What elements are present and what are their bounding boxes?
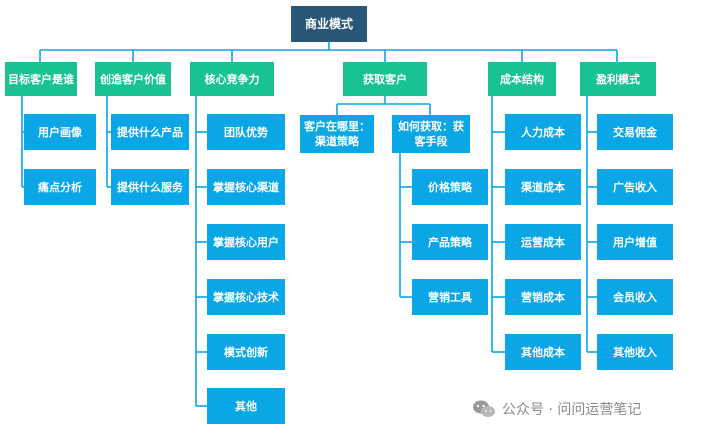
leaf-product-strategy: 产品策略 — [412, 224, 488, 260]
category-core-competence: 核心竞争力 — [190, 62, 274, 96]
leaf-user-persona: 用户画像 — [24, 114, 96, 150]
leaf-ad-revenue: 广告收入 — [597, 169, 673, 205]
leaf-other-cost: 其他成本 — [505, 334, 581, 370]
root-node: 商业模式 — [291, 6, 367, 42]
category-create-value: 创造客户价值 — [95, 62, 171, 96]
leaf-labor-cost: 人力成本 — [505, 114, 581, 150]
leaf-channel-cost: 渠道成本 — [505, 169, 581, 205]
leaf-pain-point-analysis: 痛点分析 — [24, 169, 96, 205]
leaf-core-channels: 掌握核心渠道 — [207, 169, 285, 205]
leaf-marketing-tools: 营销工具 — [412, 279, 488, 315]
leaf-membership-revenue: 会员收入 — [597, 279, 673, 315]
leaf-core-technology: 掌握核心技术 — [207, 279, 285, 315]
leaf-operation-cost: 运营成本 — [505, 224, 581, 260]
leaf-model-innovation: 模式创新 — [207, 334, 285, 370]
leaf-what-product: 提供什么产品 — [111, 114, 189, 150]
leaf-user-value-added: 用户增值 — [597, 224, 673, 260]
category-target-customers: 目标客户是谁 — [5, 62, 77, 96]
leaf-core-users: 掌握核心用户 — [207, 224, 285, 260]
category-cost-structure: 成本结构 — [488, 62, 556, 96]
leaf-marketing-cost: 营销成本 — [505, 279, 581, 315]
category-acquire-customers: 获取客户 — [343, 62, 427, 96]
leaf-what-service: 提供什么服务 — [111, 169, 189, 205]
leaf-other-revenue: 其他收入 — [597, 334, 673, 370]
leaf-channel-strategy: 客户在哪里： 渠道策略 — [300, 115, 374, 153]
watermark-text: 公众号 · 问问运营笔记 — [502, 402, 642, 418]
leaf-other: 其他 — [207, 388, 285, 424]
leaf-pricing-strategy: 价格策略 — [412, 169, 488, 205]
category-profit-model: 盈利模式 — [580, 62, 656, 96]
watermark: 公众号 · 问问运营笔记 — [472, 396, 641, 422]
wechat-icon — [472, 399, 496, 419]
leaf-team-advantage: 团队优势 — [207, 114, 285, 150]
leaf-transaction-commission: 交易佣金 — [597, 114, 673, 150]
leaf-acquisition-methods: 如何获取：获 客手段 — [392, 115, 470, 153]
